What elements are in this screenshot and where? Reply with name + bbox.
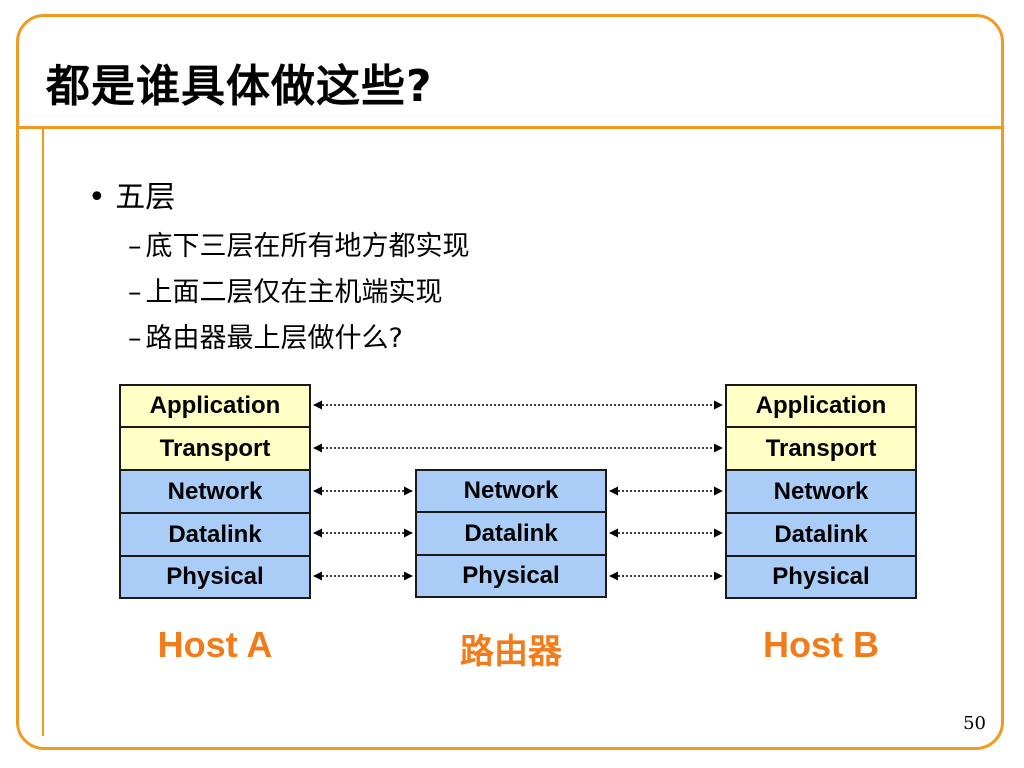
slide-frame <box>16 14 1004 750</box>
host-b-network-layer: Network <box>725 470 917 513</box>
host-b-transport-layer: Transport <box>725 427 917 470</box>
sub-item-1: –底下三层在所有地方都实现 <box>128 224 470 263</box>
bullet-item: • 五层 <box>88 172 175 216</box>
host-b-physical-layer: Physical <box>725 556 917 599</box>
sub-item-2: –上面二层仅在主机端实现 <box>128 270 443 309</box>
router-label: 路由器 <box>460 632 562 672</box>
host-a-stack: Application Transport Network Datalink P… <box>119 384 311 599</box>
slide-title: 都是谁具体做这些? <box>46 61 433 112</box>
router-datalink-layer: Datalink <box>415 512 607 555</box>
host-b-datalink-layer: Datalink <box>725 513 917 556</box>
sub-item-text: 路由器最上层做什么? <box>145 323 403 354</box>
title-divider <box>16 126 1004 129</box>
sub-item-text: 上面二层仅在主机端实现 <box>145 277 443 308</box>
dash-mark: – <box>128 277 142 308</box>
host-a-transport-layer: Transport <box>119 427 311 470</box>
page-number: 50 <box>963 713 986 734</box>
sub-item-text: 底下三层在所有地方都实现 <box>145 231 470 262</box>
host-b-application-layer: Application <box>725 384 917 427</box>
bullet-mark: • <box>88 180 106 215</box>
dash-mark: – <box>128 231 142 262</box>
left-divider <box>42 128 44 736</box>
host-a-label: Host A <box>157 624 273 665</box>
bullet-text: 五层 <box>115 180 176 215</box>
host-a-application-layer: Application <box>119 384 311 427</box>
router-network-layer: Network <box>415 469 607 512</box>
router-stack: Network Datalink Physical <box>415 469 607 598</box>
host-a-physical-layer: Physical <box>119 556 311 599</box>
sub-item-3: –路由器最上层做什么? <box>128 316 403 355</box>
dash-mark: – <box>128 323 142 354</box>
host-b-label: Host B <box>763 624 879 665</box>
host-a-network-layer: Network <box>119 470 311 513</box>
host-b-stack: Application Transport Network Datalink P… <box>725 384 917 599</box>
router-physical-layer: Physical <box>415 555 607 598</box>
host-a-datalink-layer: Datalink <box>119 513 311 556</box>
